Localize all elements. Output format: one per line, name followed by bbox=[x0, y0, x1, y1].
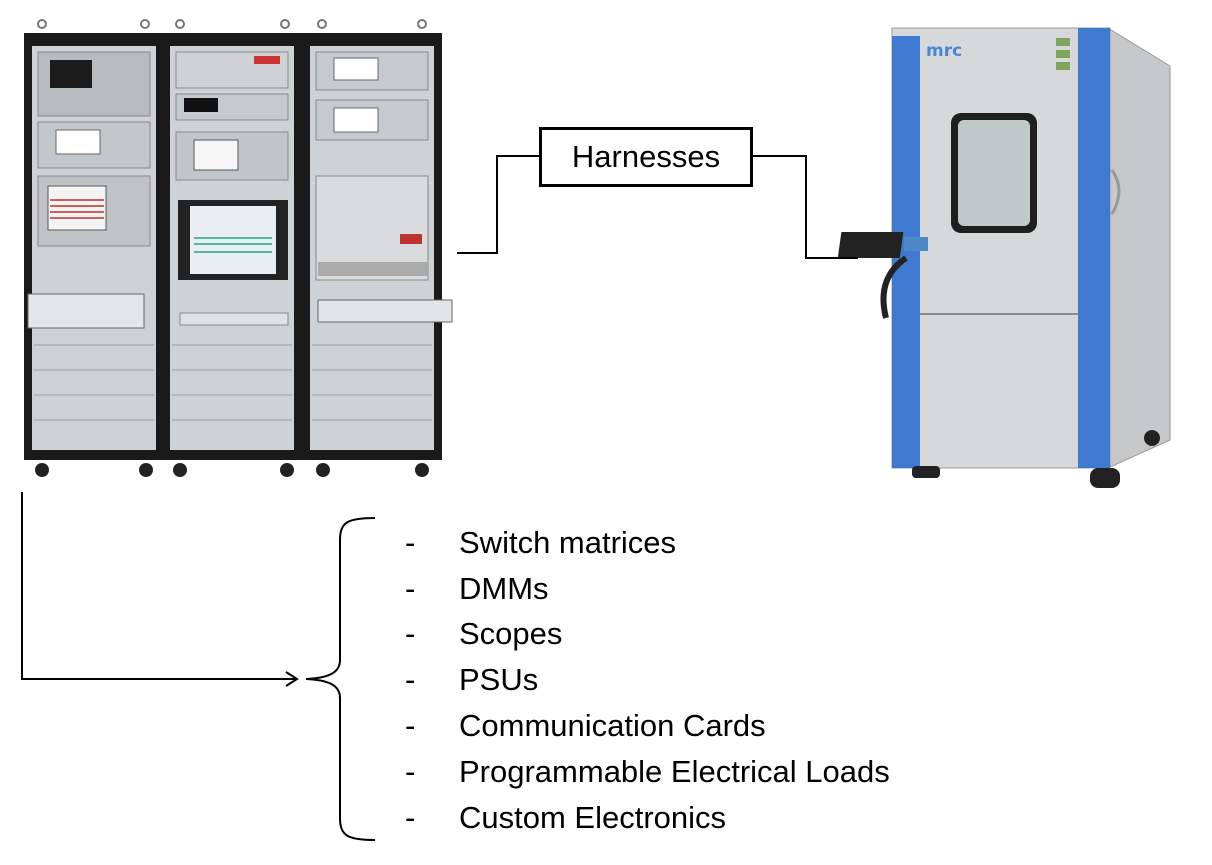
list-item: - Custom Electronics bbox=[405, 795, 890, 841]
list-item: - Communication Cards bbox=[405, 703, 890, 749]
mrc-logo: mrc bbox=[926, 41, 962, 61]
equipment-arrow bbox=[21, 492, 299, 687]
list-item-label: Communication Cards bbox=[459, 708, 766, 744]
environmental-chamber-image bbox=[837, 27, 1171, 488]
list-item-label: Switch matrices bbox=[459, 524, 677, 560]
bullet-dash: - bbox=[405, 616, 416, 652]
equipment-list: - Switch matrices - DMMs - Scopes - PSUs - Co… bbox=[405, 520, 890, 841]
list-item: - DMMs bbox=[405, 566, 890, 612]
bullet-dash: - bbox=[405, 708, 416, 744]
bullet-dash: - bbox=[405, 753, 416, 789]
list-item: - PSUs bbox=[405, 657, 890, 703]
harnesses-box: Harnesses bbox=[539, 127, 753, 187]
list-item: - Programmable Electrical Loads bbox=[405, 749, 890, 795]
bullet-dash: - bbox=[405, 799, 416, 835]
list-item: - Scopes bbox=[405, 612, 890, 658]
list-item: - Switch matrices bbox=[405, 520, 890, 566]
harnesses-label: Harnesses bbox=[571, 139, 721, 174]
list-item-label: Programmable Electrical Loads bbox=[459, 753, 890, 789]
test-rack-image bbox=[24, 19, 453, 477]
equipment-brace bbox=[305, 517, 376, 841]
bullet-dash: - bbox=[405, 524, 416, 560]
list-item-label: Scopes bbox=[459, 616, 563, 652]
list-item-label: DMMs bbox=[459, 570, 549, 606]
bullet-dash: - bbox=[405, 662, 416, 698]
list-item-label: PSUs bbox=[459, 662, 539, 698]
list-item-label: Custom Electronics bbox=[459, 799, 727, 835]
harness-connector bbox=[457, 155, 858, 259]
bullet-dash: - bbox=[405, 570, 416, 606]
